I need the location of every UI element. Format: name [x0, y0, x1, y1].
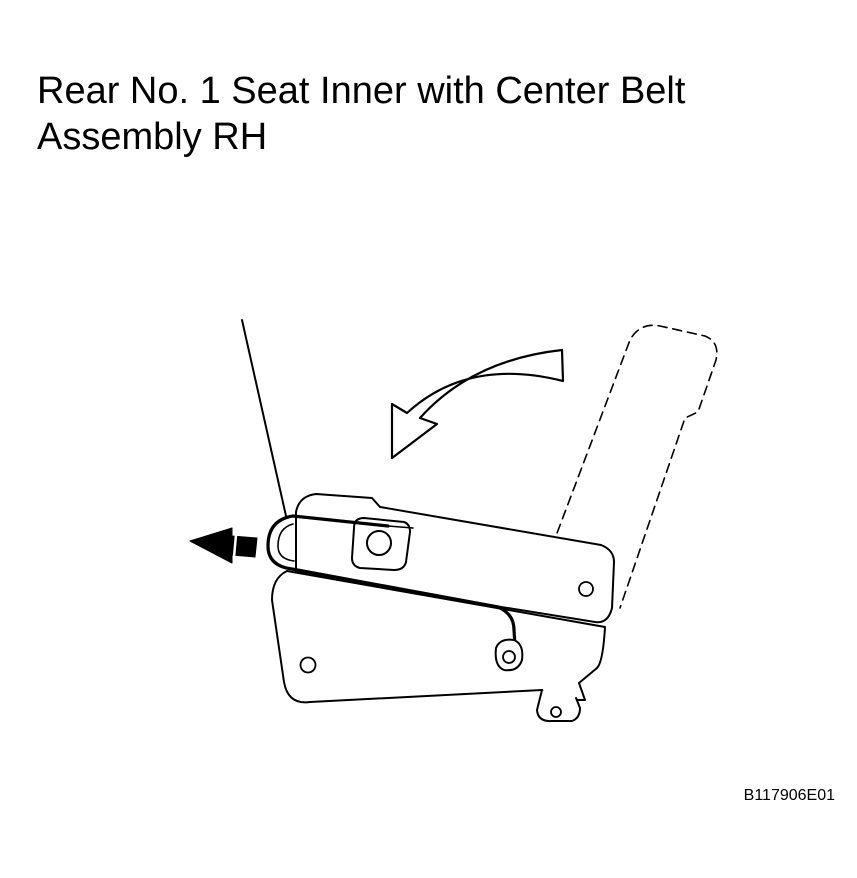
notch-tab-hole	[550, 706, 562, 718]
pull-arrow-gap	[232, 533, 238, 559]
lower-base-plate	[271, 570, 606, 704]
leader-line	[241, 319, 287, 517]
fold-direction-arrow	[390, 348, 565, 460]
callout-line-1: Rear No. 1 Seat Inner with Center Belt	[37, 70, 686, 112]
upper-plate-hole	[578, 581, 594, 597]
lower-plate-hole	[299, 656, 317, 674]
base-notch-tab	[536, 689, 581, 723]
seatback-dashed-outline	[538, 324, 718, 609]
belt-upper-edge	[387, 525, 414, 529]
part-callout-label: Rear No. 1 Seat Inner with Center Belt A…	[37, 68, 817, 160]
figure-code: B117906E01	[743, 787, 835, 804]
center-belt-strap-return	[277, 523, 295, 562]
belt-anchor	[494, 638, 524, 672]
callout-line-2: Assembly RH	[37, 116, 268, 158]
pull-direction-arrow	[189, 527, 258, 564]
belt-anchor-hole	[502, 650, 516, 664]
center-belt-strap	[266, 514, 517, 648]
belt-hook-hole	[366, 530, 392, 556]
